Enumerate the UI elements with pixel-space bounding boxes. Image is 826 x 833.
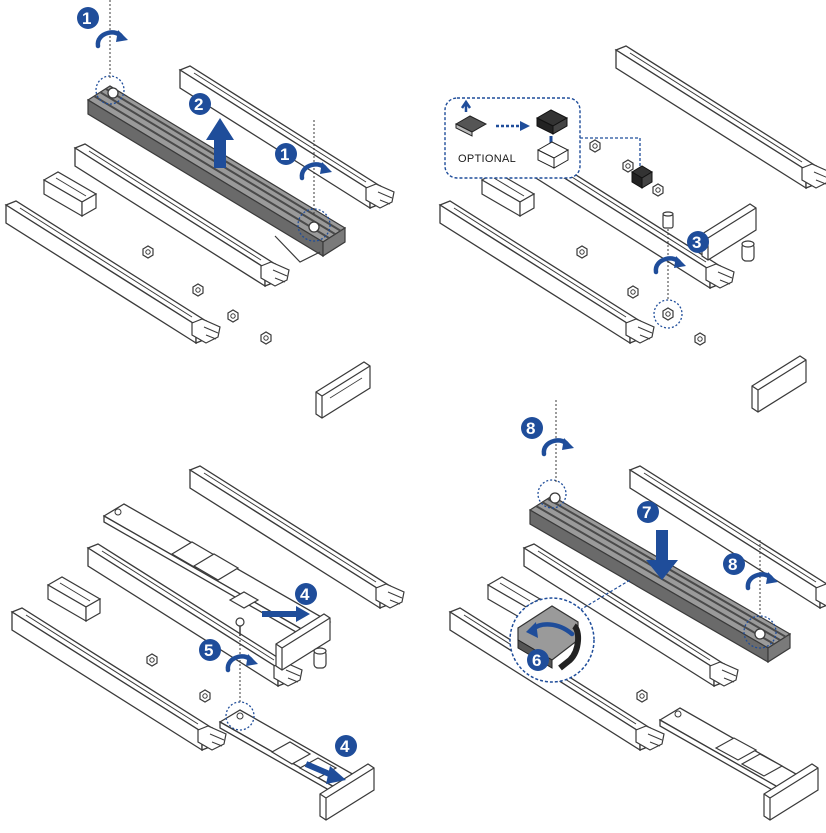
panel-bottom-left: 4 5 4 [12,466,404,820]
standoff-nut [261,332,271,344]
screw-icon [755,629,765,639]
standoff-nut [590,140,600,152]
step-badge: 8 [723,553,745,575]
standoff-nut [653,184,663,196]
panel-top-right: 3 OPTIONAL [440,46,826,412]
standoff-nut [143,246,153,258]
svg-text:1: 1 [82,9,91,28]
svg-text:4: 4 [300,585,310,604]
svg-text:4: 4 [340,737,350,756]
panel-bottom-right: 8 7 8 6 [450,400,826,820]
standoff-icon [742,241,754,261]
thermal-pad-icon [632,166,652,188]
step-badge: 8 [521,417,543,439]
m2-connector [316,362,370,418]
svg-text:5: 5 [204,641,213,660]
screw-icon [108,88,118,98]
svg-text:3: 3 [692,233,701,252]
optional-callout: OPTIONAL [445,98,640,178]
standoff-nut [695,333,705,345]
standoff-nut [577,246,587,258]
standoff-nut [200,690,210,702]
m2-connector [752,356,806,412]
small-connector [44,172,96,216]
standoff-nut [663,308,673,320]
step-badge: 1 [275,143,297,165]
step-badge: 2 [189,93,211,115]
step-badge: 4 [295,583,317,605]
standoff-nut [628,286,638,298]
step-badge: 1 [77,7,99,29]
svg-text:2: 2 [194,95,203,114]
standoff-icon [663,212,673,228]
standoff-icon [314,648,326,668]
standoff-nut [193,284,203,296]
standoff-nut [147,654,157,666]
screw-icon [309,222,319,232]
standoff-nut [228,310,238,322]
step-badge: 3 [687,231,709,253]
rotate-arrow-icon [98,30,128,46]
step-badge: 4 [335,735,357,757]
standoff-nut [637,690,647,702]
standoff-nut [623,160,633,172]
svg-text:1: 1 [280,145,289,164]
step-badge: 6 [527,649,549,671]
step-badge: 5 [199,639,221,661]
svg-text:8: 8 [728,555,737,574]
step-badge: 7 [637,501,659,523]
rotate-arrow-icon [544,438,574,454]
svg-text:8: 8 [526,419,535,438]
optional-label: OPTIONAL [458,153,516,165]
screw-icon [550,493,560,503]
pcie-slot [616,46,826,188]
svg-text:7: 7 [642,503,651,522]
svg-text:6: 6 [532,651,541,670]
small-connector [48,577,100,621]
panel-top-left: 1 2 1 [6,0,394,418]
